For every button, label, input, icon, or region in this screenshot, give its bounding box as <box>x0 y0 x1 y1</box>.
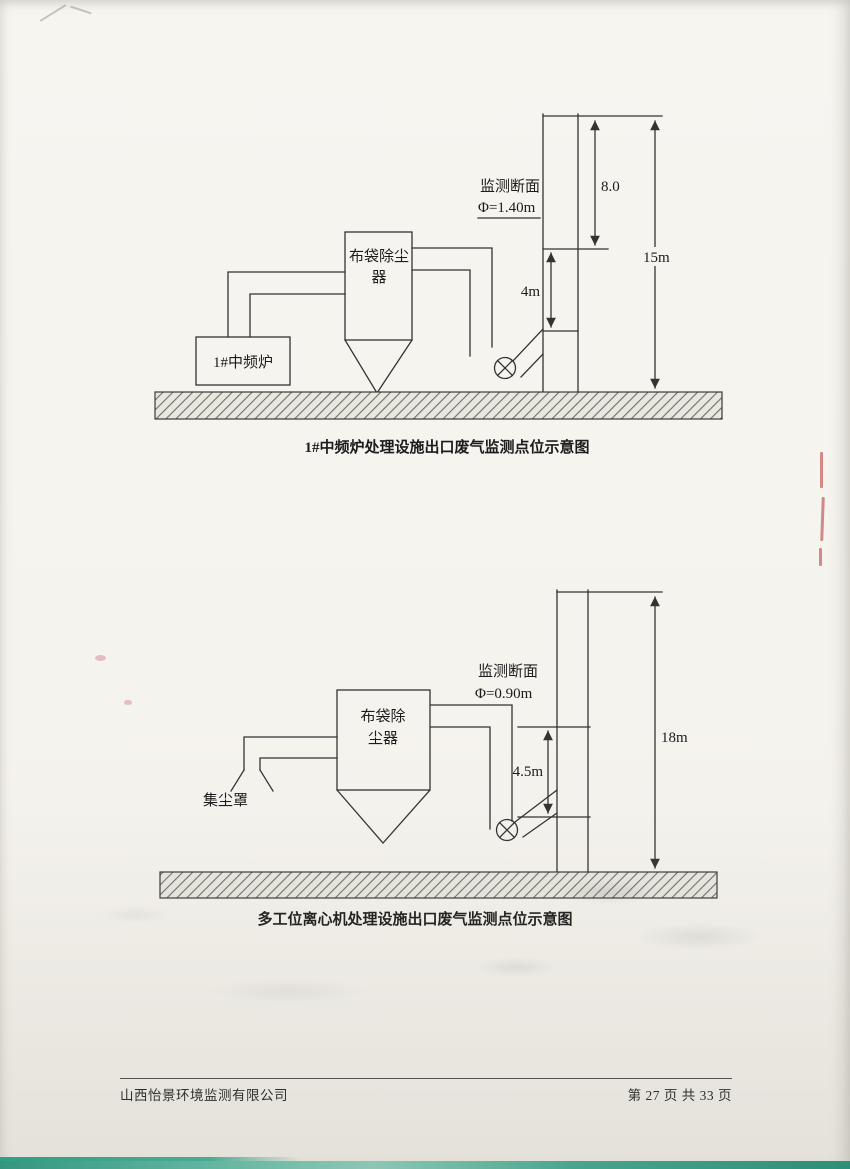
scan-pink-mark-artifact <box>124 700 132 705</box>
fan-icon <box>495 818 519 842</box>
dust-collector-label-1a: 布袋除尘 <box>349 248 409 265</box>
scan-red-mark-artifact <box>819 548 822 566</box>
dust-collector-hopper-2 <box>336 789 431 844</box>
dust-collector-label-2a: 布袋除 <box>360 708 405 725</box>
hood-inlet-duct <box>230 736 338 792</box>
scan-edge-artifact <box>0 1161 850 1169</box>
dust-collector-box-1 <box>344 231 413 341</box>
stack-1 <box>542 113 579 393</box>
dust-collector-label-1b: 器 <box>371 270 386 286</box>
dust-collector-hopper-1 <box>344 339 413 395</box>
diagram2-caption: 多工位离心机处理设施出口废气监测点位示意图 <box>257 910 572 928</box>
outlet-duct-1 <box>411 247 544 378</box>
dust-hood-label: 集尘罩 <box>203 792 248 809</box>
diagram-2: 监测断面 Φ=0.90m 18m 4.5m 布袋除 尘器 集尘罩 多工位离心机处… <box>159 589 718 928</box>
page-footer: 山西怡景环境监测有限公司 第 27 页 共 33 页 <box>120 1078 732 1104</box>
dim-top-label-1: 8.0 <box>601 179 620 195</box>
dust-collector-label-2b: 尘器 <box>368 730 398 747</box>
furnace-box <box>195 336 291 386</box>
footer-page-number: 第 27 页 共 33 页 <box>627 1088 732 1103</box>
ground-1 <box>154 391 723 420</box>
dim-port-label-2: 4.5m <box>513 764 544 780</box>
dim-stack-label-2: 18m <box>661 730 688 746</box>
furnace-label: 1#中频炉 <box>213 354 273 371</box>
ground-2 <box>159 871 718 899</box>
dim-port-label-1: 4m <box>521 284 541 300</box>
diameter-label-2: Φ=0.90m <box>475 686 533 702</box>
fan-icon <box>493 356 517 380</box>
monitor-section-label-1: 监测断面 <box>480 178 540 195</box>
stack-2 <box>556 589 589 873</box>
monitor-section-label-2: 监测断面 <box>478 663 538 680</box>
diagram1-caption: 1#中频炉处理设施出口废气监测点位示意图 <box>304 438 589 456</box>
dim-stack-label-1: 15m <box>643 250 670 266</box>
dust-collector-box-2 <box>336 689 431 791</box>
diagram-1: 监测断面 Φ=1.40m 8.0 15m 4m 布袋除尘 器 1#中频炉 1#中… <box>154 113 723 456</box>
scan-pink-mark-artifact <box>95 655 106 661</box>
dim-label-backing-1 <box>640 247 680 266</box>
inlet-duct-1 <box>227 271 346 338</box>
footer-company: 山西怡景环境监测有限公司 <box>120 1088 288 1103</box>
diameter-label-1: Φ=1.40m <box>478 200 536 216</box>
dimension-lines-2 <box>517 591 663 869</box>
outlet-duct-2 <box>429 704 558 838</box>
scan-red-mark-artifact <box>820 452 823 488</box>
